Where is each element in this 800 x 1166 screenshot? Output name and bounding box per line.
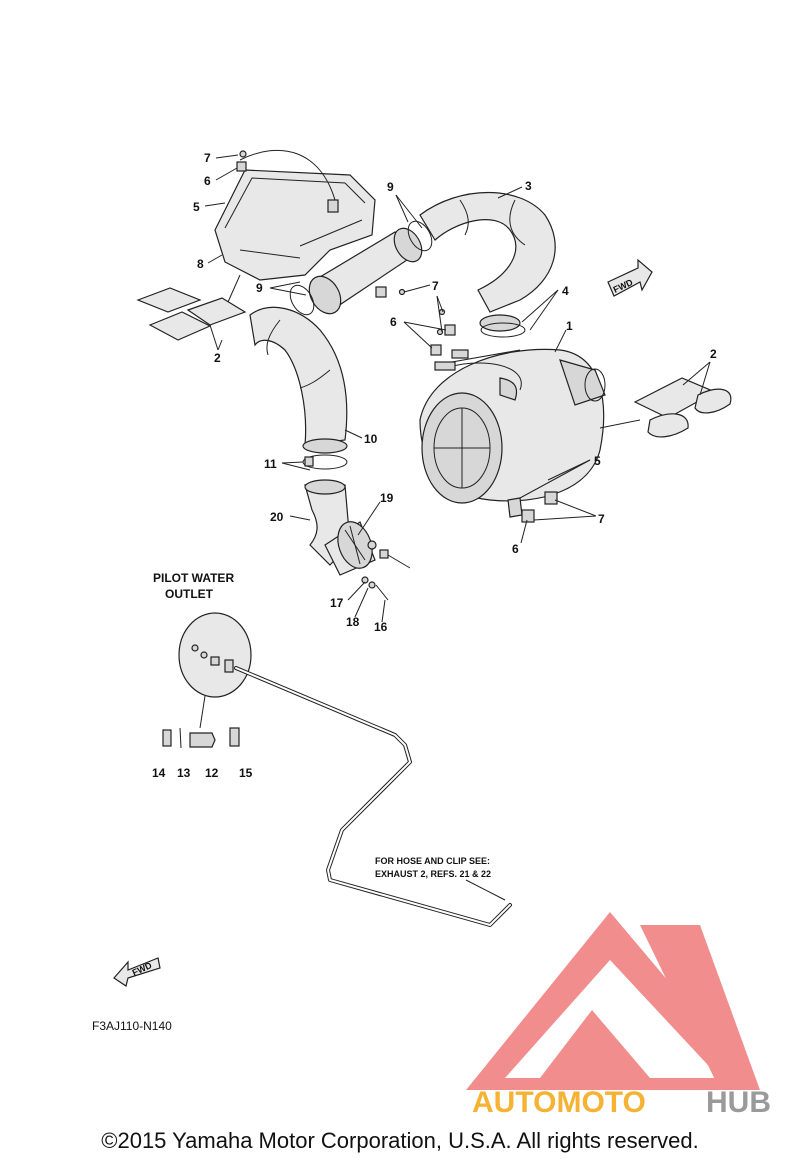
hose-10: [249, 306, 348, 454]
callout-labels: 7 6 5 8 9 3 9 7 4 2 6 1 2 10 5 11 19 20 …: [152, 151, 717, 780]
callout-17: 17: [330, 596, 344, 610]
callout-2b: 2: [710, 347, 717, 361]
callout-6a: 6: [204, 174, 211, 188]
callout-18: 18: [346, 615, 360, 629]
callout-9a: 9: [387, 180, 394, 194]
callout-7c: 7: [598, 512, 605, 526]
hose-note-line1: FOR HOSE AND CLIP SEE:: [375, 856, 490, 866]
pad-set-right: [633, 377, 732, 438]
callout-8: 8: [197, 257, 204, 271]
hardware-16-17-18: [361, 540, 411, 601]
hose-3: [419, 192, 556, 332]
clamp-4: [480, 322, 526, 338]
watermark-text-automoto: AUTOMOTO: [472, 1086, 646, 1119]
hose-note-line2: EXHAUST 2, REFS. 21 & 22: [375, 869, 491, 879]
callout-11: 11: [264, 457, 277, 471]
callout-2a: 2: [214, 351, 221, 365]
callout-7a: 7: [204, 151, 211, 165]
fwd-arrow-bottom: [113, 957, 161, 987]
callout-13: 13: [177, 766, 191, 780]
pilot-water-heading-line1: PILOT WATER: [153, 571, 234, 585]
watermark-logo: [466, 912, 760, 1090]
callout-1: 1: [566, 319, 573, 333]
callout-5a: 5: [193, 200, 200, 214]
callout-14: 14: [152, 766, 166, 780]
callout-6b: 6: [390, 315, 397, 329]
pad-set-left: [136, 287, 247, 341]
callout-9b: 9: [256, 281, 263, 295]
callout-10: 10: [364, 432, 378, 446]
callout-4: 4: [562, 284, 569, 298]
air-filter-box: [419, 348, 606, 504]
callout-20: 20: [270, 510, 284, 524]
callout-3: 3: [525, 179, 532, 193]
watermark-text-hub: HUB: [706, 1086, 771, 1119]
brackets-right: [507, 491, 558, 523]
callout-7b: 7: [432, 279, 439, 293]
callout-5b: 5: [594, 454, 601, 468]
pilot-water-hose: [234, 666, 512, 927]
fwd-arrow-top: [607, 258, 653, 297]
diagram-code: F3AJ110-N140: [92, 1019, 172, 1033]
duct-tube-upper: [289, 220, 433, 316]
callout-15: 15: [239, 766, 253, 780]
leader-lines: [199, 154, 711, 901]
copyright-notice: ©2015 Yamaha Motor Corporation, U.S.A. A…: [101, 1128, 699, 1153]
pilot-water-detail: [178, 612, 252, 698]
pilot-water-heading-line2: OUTLET: [165, 587, 214, 601]
callout-6c: 6: [512, 542, 519, 556]
callout-19: 19: [380, 491, 394, 505]
callout-12: 12: [205, 766, 219, 780]
fasteners-center: [375, 286, 456, 356]
callout-16: 16: [374, 620, 388, 634]
elbow-20: [304, 479, 376, 576]
air-box-cover: [214, 149, 376, 281]
fitting-parts: [162, 727, 240, 749]
clamp-11: [302, 454, 348, 470]
